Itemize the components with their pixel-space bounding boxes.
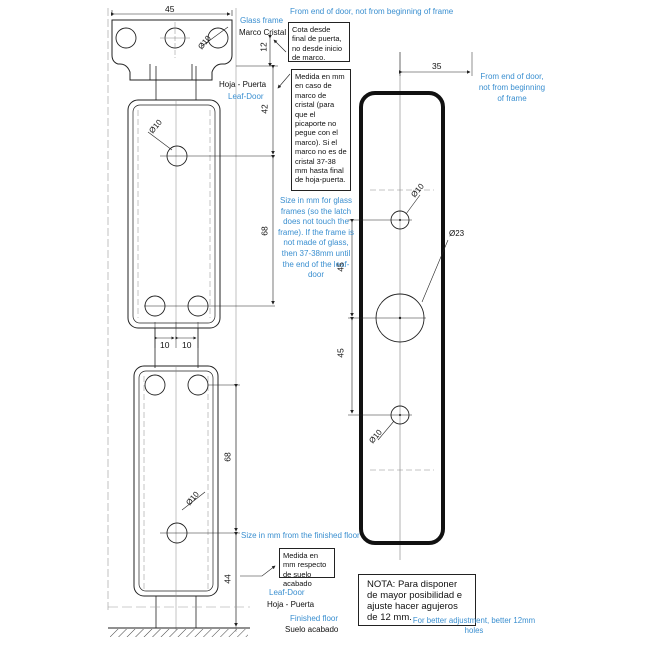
nota-box: NOTA: Para disponer de mayor posibilidad… xyxy=(358,574,476,626)
lower-leaf-hole-right xyxy=(187,374,209,396)
dim-12: 12 xyxy=(258,42,269,52)
dim-10-right: 10 xyxy=(182,340,192,350)
dim-68-lower: 68 xyxy=(222,452,233,462)
cota-note-box: Cota desde final de puerta, no desde ini… xyxy=(288,22,350,62)
hoja-puerta-label-lower: Hoja - Puerta xyxy=(267,600,315,609)
dim-45-top: 45 xyxy=(165,4,175,14)
finished-floor-label: Finished floor xyxy=(290,614,339,623)
strike-plate xyxy=(348,52,473,560)
lower-leaf xyxy=(133,365,276,630)
size-glass-note-en: Size in mm for glass frames (so the latc… xyxy=(277,196,355,280)
medida-floor-note-box: Medida en mm respecto de suelo acabado xyxy=(279,548,335,588)
lower-leaf-hole-left xyxy=(144,374,166,396)
upper-leaf xyxy=(127,65,291,368)
dim-35: 35 xyxy=(432,61,442,71)
dim-45-lower: 45 xyxy=(335,348,346,358)
dim-68-upper: 68 xyxy=(259,226,270,236)
dim-42: 42 xyxy=(259,104,270,114)
from-end-door-note-top: From end of door, not from beginning of … xyxy=(290,7,454,16)
medida-glass-note-box: Medida en mm en caso de marco de cristal… xyxy=(291,69,351,191)
leaf-door-label-upper: Leaf-Door xyxy=(228,92,264,101)
bracket-hole-right xyxy=(207,27,229,49)
dim-44: 44 xyxy=(222,574,233,584)
glass-frame-label: Glass frame xyxy=(240,16,284,25)
leaf-door-label-lower: Leaf-Door xyxy=(269,588,305,597)
bracket-hole-left xyxy=(115,27,137,49)
finished-floor xyxy=(108,606,250,637)
size-floor-note-en: Size in mm from the finished floor xyxy=(241,531,360,540)
plate-hole-middle-dia: Ø23 xyxy=(449,229,465,238)
top-bracket xyxy=(111,10,287,81)
dim-45-upper: 45 xyxy=(335,262,346,272)
marco-cristal-label: Marco Cristal xyxy=(239,28,287,37)
suelo-acabado-label: Suelo acabado xyxy=(285,625,339,634)
from-end-door-note-right: From end of door, not from beginning of … xyxy=(478,72,546,103)
hoja-puerta-label-upper: Hoja - Puerta xyxy=(219,80,267,89)
dim-10-left: 10 xyxy=(160,340,170,350)
nota-en-label: For better adjustment, better 12mm holes xyxy=(412,616,536,635)
